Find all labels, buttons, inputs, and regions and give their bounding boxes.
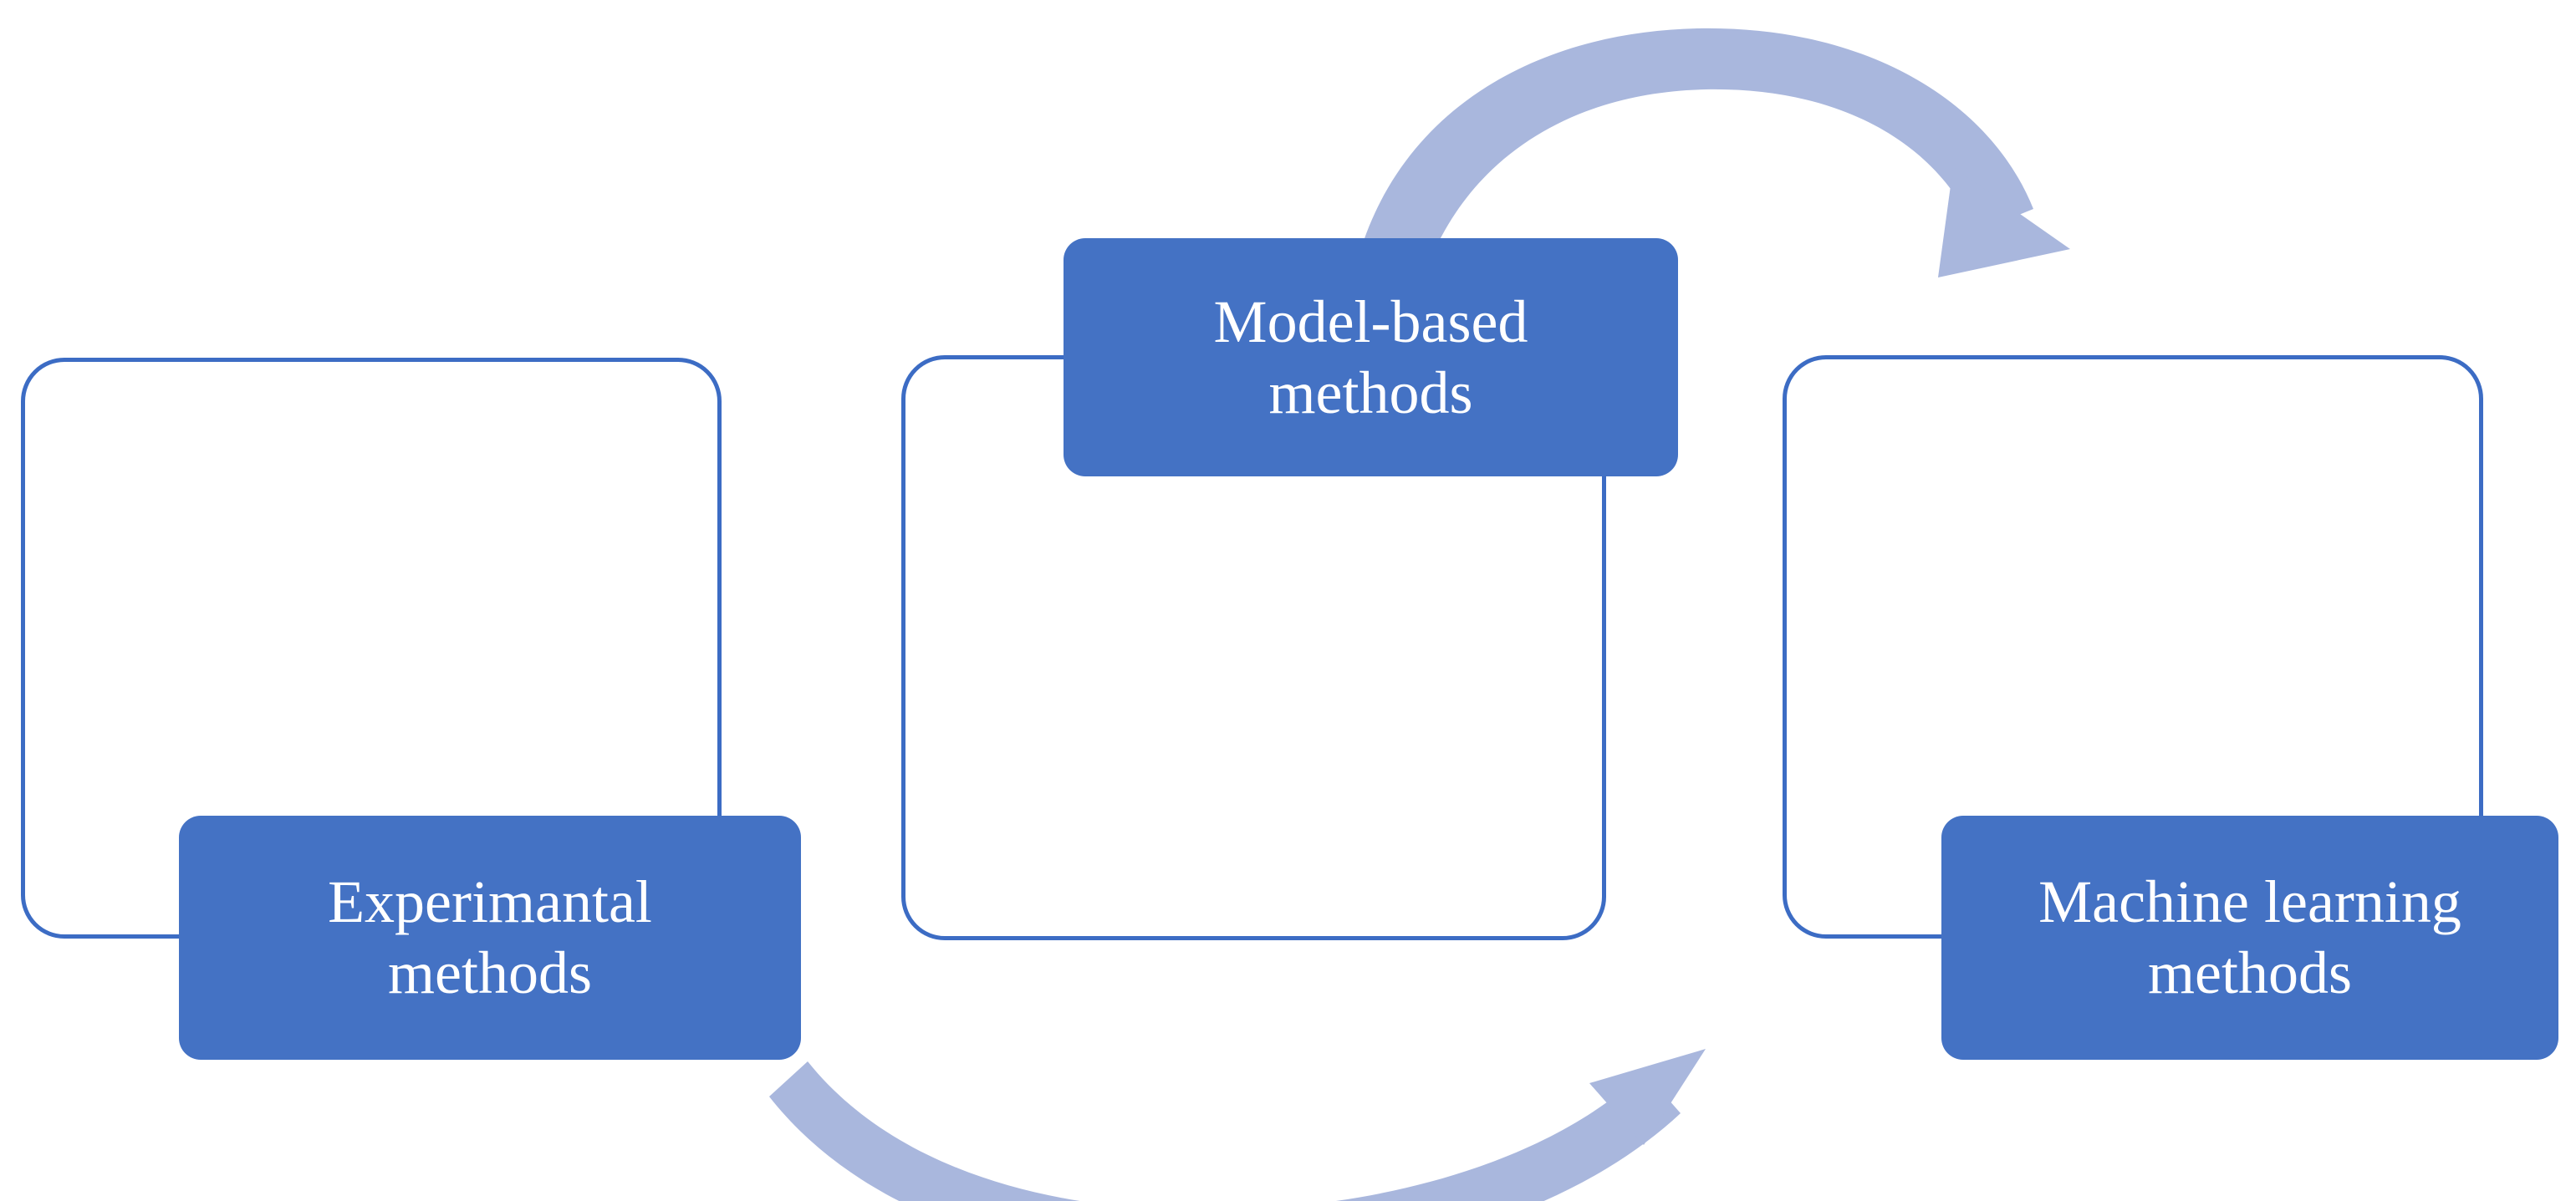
model-based-label-text: Model-based methods <box>1213 288 1528 426</box>
machine-learning-label-box[interactable]: Machine learning methods <box>1941 816 2558 1060</box>
curved-arrow-experimental-to-model-icon <box>769 1049 1706 1201</box>
model-based-label-box[interactable]: Model-based methods <box>1064 238 1678 476</box>
experimental-label-text: Experimantal methods <box>328 868 652 1006</box>
machine-learning-label-text: Machine learning methods <box>2038 868 2461 1006</box>
experimental-label-box[interactable]: Experimantal methods <box>179 816 801 1060</box>
